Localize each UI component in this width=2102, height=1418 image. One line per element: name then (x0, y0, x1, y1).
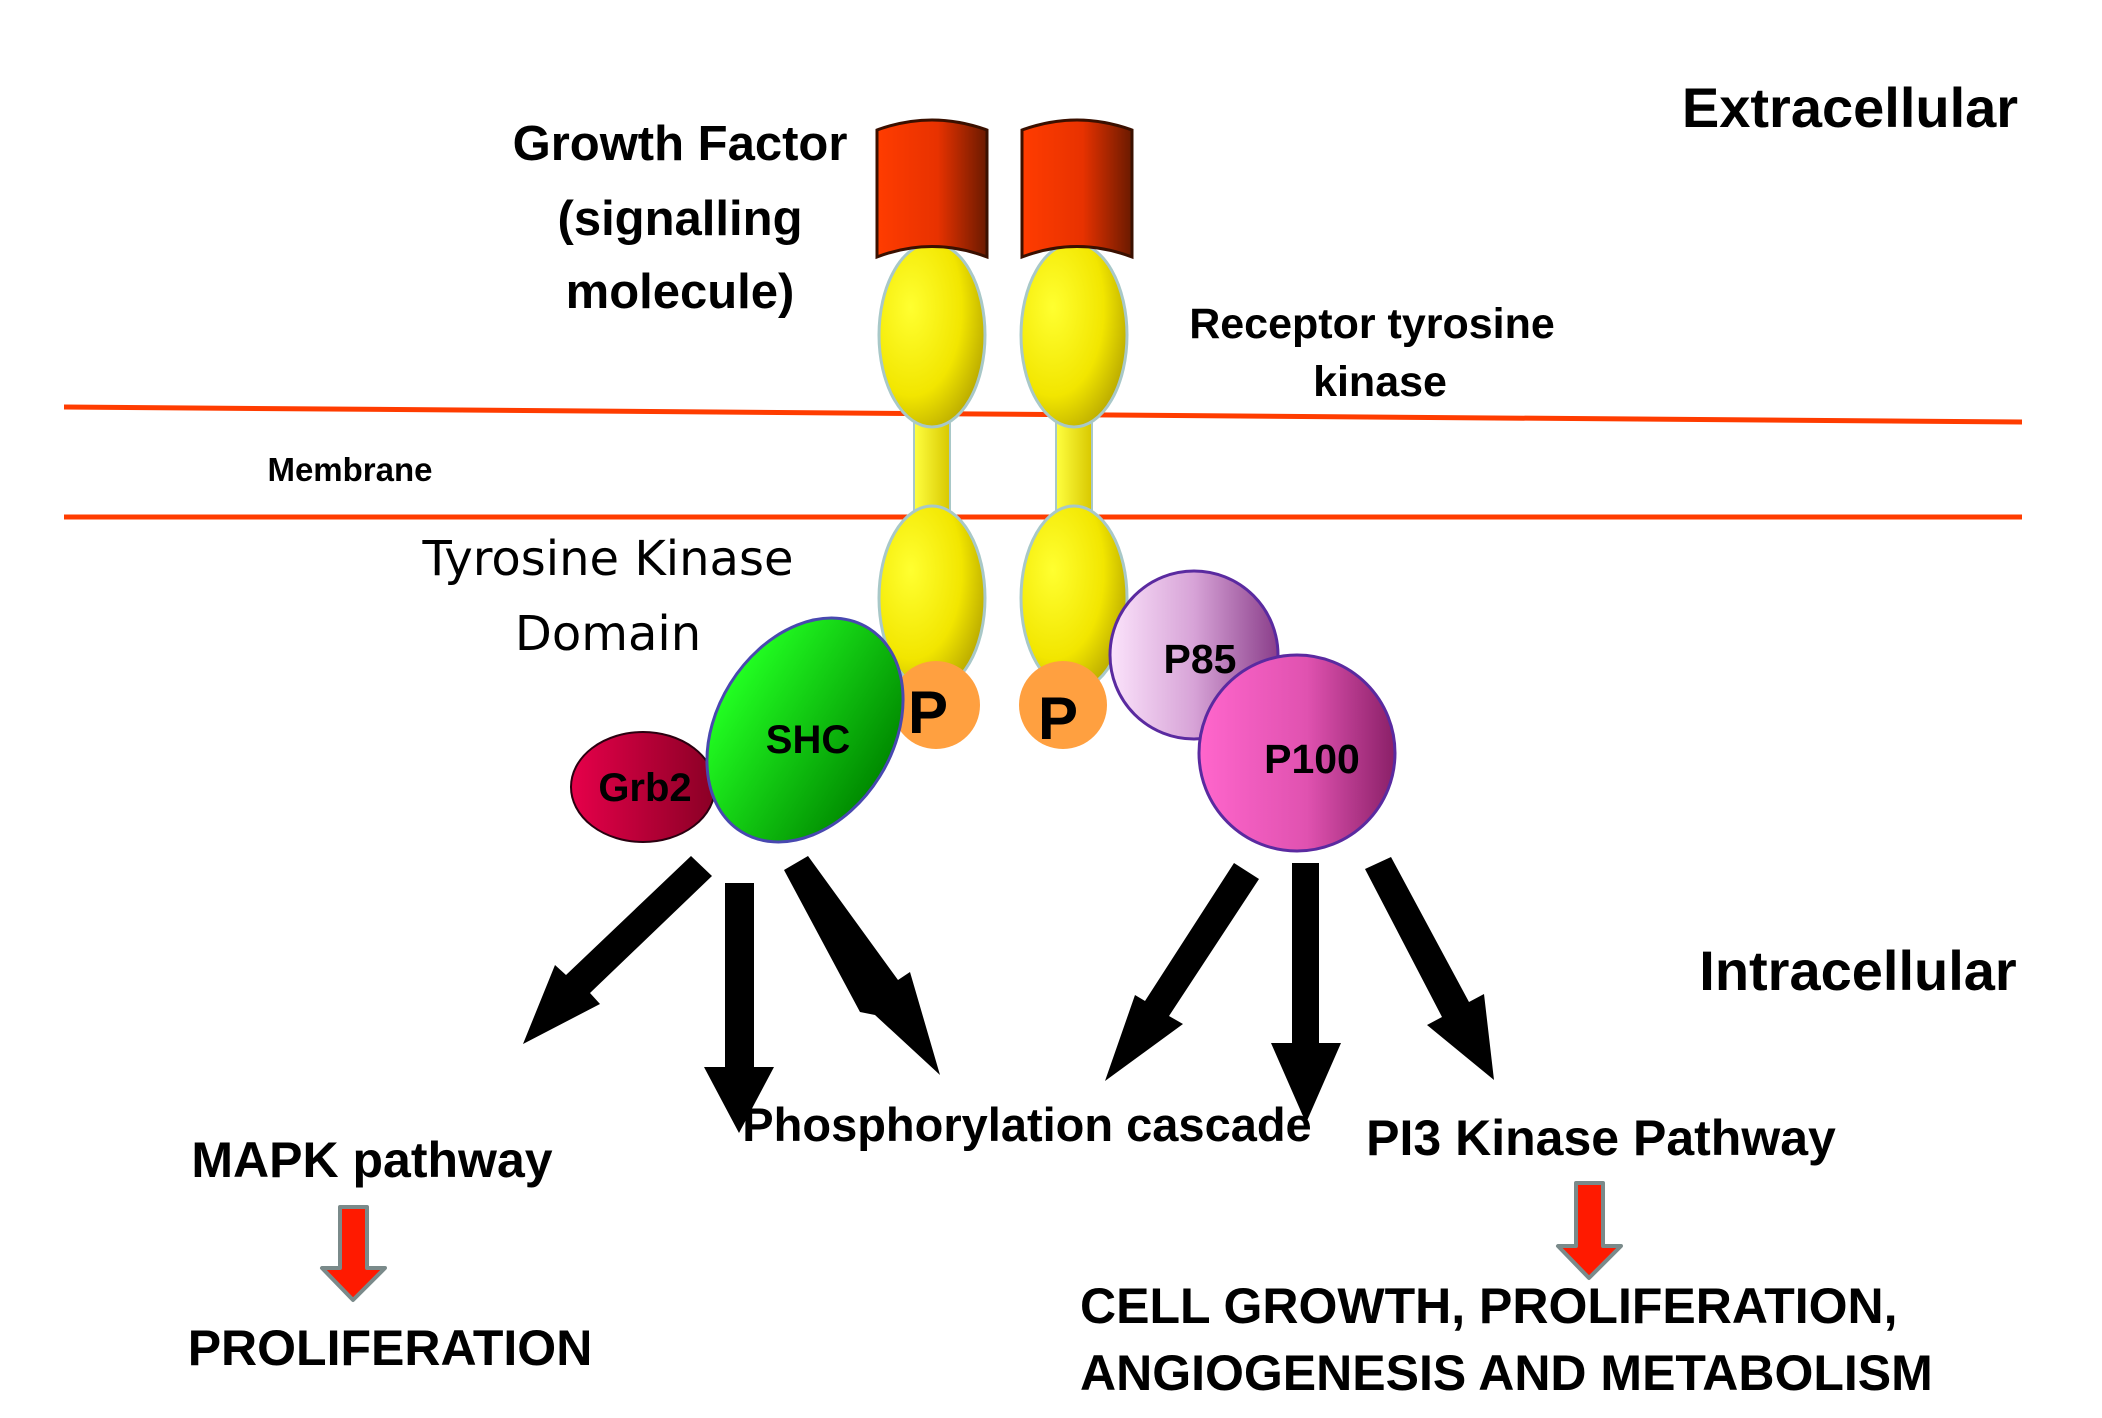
pi3k-signal-arrows (1105, 857, 1494, 1123)
p100-label: P100 (1264, 736, 1360, 782)
phosphate-right-circle (1019, 661, 1107, 749)
growth-factor-label-line3: molecule) (566, 265, 795, 319)
phosphate-left: P (892, 661, 980, 749)
grb2-label: Grb2 (598, 766, 691, 810)
tyrosine-kinase-domain-label: Tyrosine Kinase Domain (421, 531, 793, 662)
phosphate-right: P (1019, 661, 1107, 752)
shc-shape (705, 616, 905, 844)
extracellular-label: Extracellular (1682, 76, 2018, 139)
p100-subunit: P100 (1197, 653, 1397, 853)
growth-factor-label-line1: Growth Factor (513, 117, 848, 171)
arrow-to-phosphorylation-left (784, 856, 940, 1075)
receptor-right-extracellular-domain (1019, 241, 1129, 429)
arrow-down-left-cluster (704, 883, 774, 1133)
arrow-down-right-cluster (1271, 863, 1341, 1123)
receptor-label-line2: kinase (1313, 358, 1447, 406)
receptor-left (877, 241, 987, 692)
phosphorylation-cascade-label: Phosphorylation cascade (742, 1098, 1311, 1151)
shc-label: SHC (766, 718, 850, 762)
receptor-label: Receptor tyrosine kinase (1189, 300, 1555, 406)
arrow-to-pi3k (1365, 857, 1494, 1080)
growth-factor-left (875, 118, 989, 260)
receptor-left-extracellular-domain (877, 241, 987, 429)
membrane-label: Membrane (267, 451, 432, 488)
pi3k-result-arrow (1556, 1181, 1623, 1280)
shc-protein: SHC (705, 616, 905, 844)
pi3k-outcome-label: CELL GROWTH, PROLIFERATION, ANGIOGENESIS… (1080, 1278, 1933, 1401)
arrow-to-mapk (523, 856, 712, 1044)
mapk-signal-arrows (523, 856, 940, 1133)
p85-label: P85 (1164, 636, 1237, 682)
mapk-pathway-label: MAPK pathway (191, 1132, 552, 1188)
tk-domain-label-line2: Domain (515, 606, 701, 662)
proliferation-outcome-label: PROLIFERATION (188, 1320, 593, 1376)
receptor-label-line1: Receptor tyrosine (1189, 300, 1555, 348)
mapk-result-arrow (320, 1205, 387, 1302)
arrow-to-phosphorylation-right (1105, 863, 1259, 1081)
intracellular-label: Intracellular (1699, 939, 2016, 1002)
growth-factor-right (1020, 118, 1134, 260)
grb2-protein: Grb2 (570, 731, 716, 843)
growth-factor-label-line2: (signalling (558, 192, 803, 246)
receptor-left-stalk (913, 419, 951, 521)
membrane-outer-line (63, 404, 2023, 425)
growth-factor-label: Growth Factor (signalling molecule) (513, 117, 848, 319)
pi3k-outcome-line1: CELL GROWTH, PROLIFERATION, (1080, 1278, 1898, 1334)
phosphate-right-label: P (1038, 685, 1078, 752)
pi3k-pathway-label: PI3 Kinase Pathway (1366, 1110, 1836, 1166)
receptor-right (1019, 241, 1129, 692)
pi3k-outcome-line2: ANGIOGENESIS AND METABOLISM (1080, 1345, 1933, 1401)
phosphate-left-label: P (908, 679, 948, 746)
p100-shape (1197, 653, 1397, 853)
tk-domain-label-line1: Tyrosine Kinase (421, 531, 793, 587)
phosphate-left-circle (892, 661, 980, 749)
